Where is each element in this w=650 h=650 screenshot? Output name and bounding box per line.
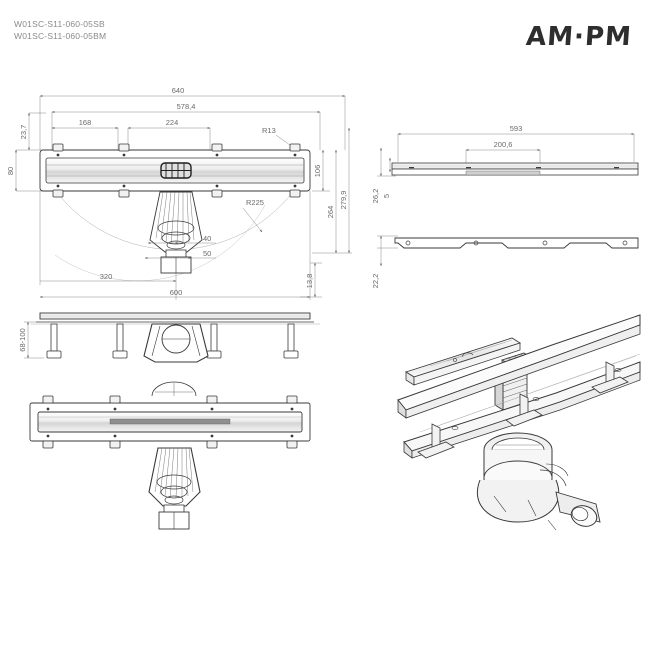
dimension-outlet (144, 242, 216, 259)
dim-right-264: 264 (326, 206, 335, 219)
dim-inner-length: 578,4 (177, 102, 196, 111)
dim-base-320: 320 (100, 272, 113, 281)
mounting-feet-front (42, 395, 298, 449)
dim-leg-height: 68-100 (18, 328, 27, 351)
product-code-1: W01SC-S11-060-05SB (14, 19, 105, 29)
dim-corner-radius: R13 (262, 126, 276, 135)
dim-cover-mid: 200,6 (494, 140, 513, 149)
front-view-channel (29, 381, 311, 449)
dim-outlet-50: 50 (203, 249, 211, 258)
iso-legs (417, 361, 629, 459)
dim-body-width: 80 (6, 167, 15, 175)
dimension-leg-height (24, 321, 44, 359)
dim-right-106: 106 (313, 165, 322, 178)
dimension-lines-right (300, 127, 352, 298)
dimension-base (39, 191, 311, 300)
iso-cover-strip (404, 337, 522, 386)
dim-base-600: 600 (170, 288, 183, 297)
dimension-lines-plan (39, 95, 346, 150)
dim-overall-length: 640 (172, 86, 185, 95)
dim-outlet-40: 40 (203, 234, 211, 243)
legs-elevation (46, 323, 299, 359)
center-grate-plan (160, 162, 192, 179)
trap-body-plan (149, 191, 203, 274)
iso-trap-assembly (476, 432, 601, 531)
dim-cover-262: 26,2 (371, 189, 380, 204)
dim-right-2799: 279,9 (339, 191, 348, 210)
dimension-cover-thickness (377, 147, 396, 177)
dim-cover-5: 5 (382, 194, 391, 198)
product-code-2: W01SC-S11-060-05BM (14, 31, 107, 41)
frame-profile-view (394, 237, 639, 249)
trap-elevation (143, 323, 209, 363)
dim-top-offset: 23,7 (19, 125, 28, 140)
dim-frame-222: 22,2 (371, 274, 380, 289)
trap-body-front (148, 447, 201, 530)
isometric-assembly-view (397, 314, 641, 531)
dimension-frame-222 (377, 235, 398, 267)
product-code-list: W01SC-S11-060-05SB W01SC-S11-060-05BM (14, 18, 106, 42)
dim-offset-left: 168 (79, 118, 92, 127)
plan-view-channel (39, 143, 311, 198)
radius-leader-r225 (242, 207, 263, 233)
iso-channel-frame (397, 314, 641, 459)
mounting-feet-plan (52, 143, 301, 198)
dim-cover-length: 593 (510, 124, 523, 133)
dim-arc-radius: R225 (246, 198, 264, 207)
cover-profile-view (391, 162, 639, 176)
dim-right-138: 13,8 (305, 274, 314, 289)
side-elevation-view (30, 312, 320, 363)
dim-segment-mid: 224 (166, 118, 179, 127)
